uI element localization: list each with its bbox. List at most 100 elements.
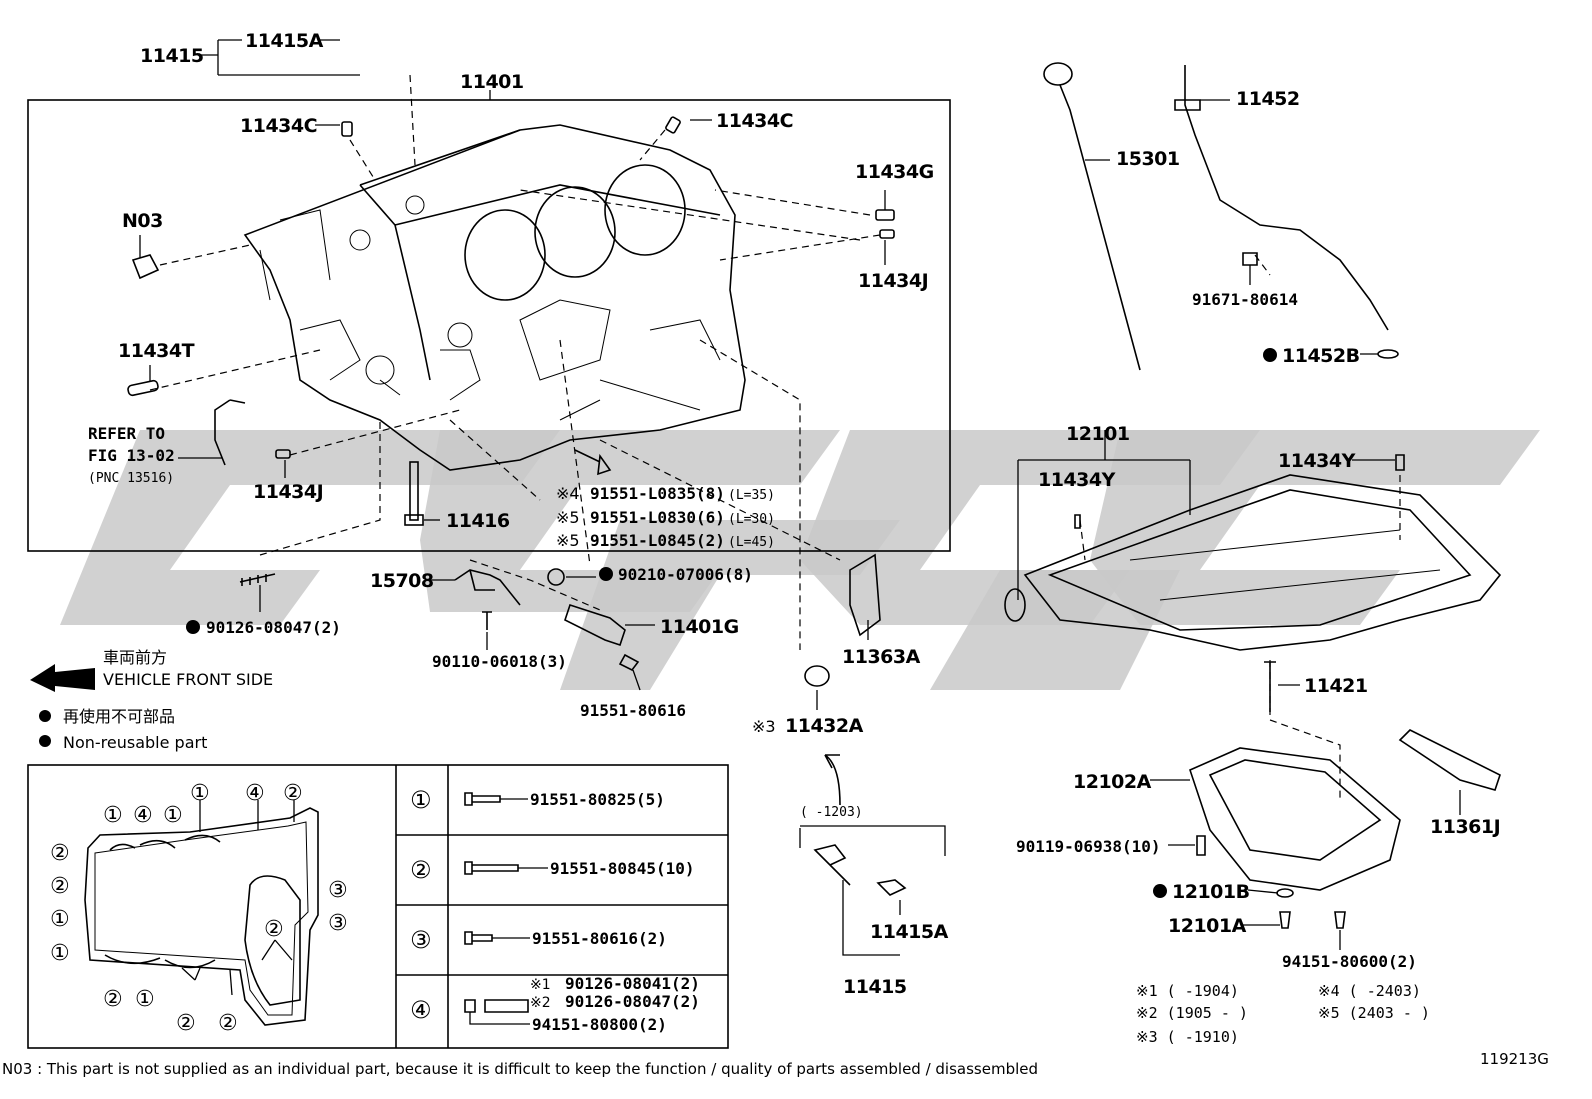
svg-text:※1 ( -1904): ※1 ( -1904) [1136,982,1239,1000]
assembly-lines [149,74,1401,800]
svg-text:②: ② [50,841,69,866]
svg-text:③: ③ [410,926,431,954]
svg-text:①: ① [410,786,431,814]
svg-text:①: ① [163,803,182,828]
svg-text:④: ④ [245,781,264,806]
bolt-notes: ※4 91551-L0835(8) (L=35) ※5 91551-L0830(… [556,484,775,550]
svg-text:91551-L0830(6)[interactable]: 91551-L0830(6) [590,508,725,527]
svg-text:91551-80845(10)[interactable]: 91551-80845(10) [550,859,695,878]
svg-text:(L=30): (L=30) [728,512,775,527]
label-12101[interactable]: 12101 [1066,423,1130,445]
mark-3: ※3 [752,717,776,736]
label-15301[interactable]: 15301 [1116,148,1180,170]
refer-to-note: REFER TO FIG 13-02 (PNC 13516) [88,424,222,486]
label-12101B[interactable]: 12101B [1172,881,1250,903]
svg-text:90126-08047(2)[interactable]: 90126-08047(2) [565,992,700,1011]
label-90126-08047-left[interactable]: 90126-08047(2) [206,618,341,637]
svg-text:②: ② [50,874,69,899]
label-11421[interactable]: 11421 [1304,675,1368,697]
label-11434J-right[interactable]: 11434J [858,270,929,292]
svg-text:91551-80825(5)[interactable]: 91551-80825(5) [530,790,665,809]
svg-text:④: ④ [410,996,431,1024]
bolt-table: ① ② ③ ④ 91551-80825(5) 91551-80845(10) 9… [27,764,729,1049]
cylinder-block-frame [27,99,951,552]
label-11415-low[interactable]: 11415 [843,976,907,998]
footnotes: ※1 ( -1904) ※2 (1905 - ) ※3 ( -1910) ※4 … [1136,982,1430,1046]
svg-text:②: ② [410,856,431,884]
label-11434J-left[interactable]: 11434J [253,481,324,503]
legend: 車両前方 VEHICLE FRONT SIDE 再使用不可部品 Non-reus… [63,648,273,752]
svg-text:①: ① [103,803,122,828]
svg-text:※2 (1905 - ): ※2 (1905 - ) [1136,1004,1248,1022]
svg-text:94151-80800(2)[interactable]: 94151-80800(2) [532,1015,667,1034]
label-11434C-right[interactable]: 11434C [716,110,794,132]
svg-text:※3 ( -1910): ※3 ( -1910) [1136,1028,1239,1046]
svg-text:90126-08041(2)[interactable]: 90126-08041(2) [565,974,700,993]
label-11452[interactable]: 11452 [1236,88,1300,110]
label-12101A[interactable]: 12101A [1168,915,1247,937]
label-90110-06018[interactable]: 90110-06018(3) [432,652,567,671]
label-11415[interactable]: 11415 [140,45,204,67]
svg-text:③: ③ [328,911,347,936]
svg-text:91551-L0835(8)[interactable]: 91551-L0835(8) [590,484,725,503]
svg-text:Non-reusable part: Non-reusable part [63,733,207,752]
svg-text:①: ① [50,907,69,932]
leader-lines [139,39,1461,956]
label-94151-80600[interactable]: 94151-80600(2) [1282,952,1417,971]
label-90210-07006[interactable]: 90210-07006(8) [618,565,753,584]
svg-text:②: ② [283,781,302,806]
svg-text:③: ③ [328,878,347,903]
svg-text:FIG 13-02[interactable]: FIG 13-02 [88,446,175,465]
label-15708[interactable]: 15708 [370,570,434,592]
svg-text:②: ② [218,1011,237,1036]
label-11415A-low[interactable]: 11415A [870,921,949,943]
label-11363A[interactable]: 11363A [842,646,921,668]
label-11434G[interactable]: 11434G [855,161,934,183]
label-11434T[interactable]: 11434T [118,340,195,362]
svg-text:※4 ( -2403): ※4 ( -2403) [1318,982,1421,1000]
cylinder-block-drawing [243,124,746,471]
bottom-note: N03 : This part is not supplied as an in… [2,1060,1038,1078]
label-91551-80616[interactable]: 91551-80616 [580,701,686,720]
label-91671-80614[interactable]: 91671-80614 [1192,290,1298,309]
svg-text:※2: ※2 [530,995,551,1011]
svg-text:④: ④ [133,803,152,828]
diagram-id: 119213G [1480,1050,1549,1068]
label-11361J[interactable]: 11361J [1430,816,1501,838]
svg-text:(L=35): (L=35) [728,488,775,503]
svg-text:REFER TO[interactable]: REFER TO [88,424,165,443]
label-11452B[interactable]: 11452B [1282,345,1360,367]
svg-text:再使用不可部品: 再使用不可部品 [63,707,175,726]
vehicle-front-arrow [30,664,95,692]
svg-text:VEHICLE FRONT SIDE: VEHICLE FRONT SIDE [103,670,273,689]
label-90119-06938[interactable]: 90119-06938(10) [1016,837,1161,856]
svg-text:②: ② [176,1011,195,1036]
label-11401G[interactable]: 11401G [660,616,739,638]
label-11434C-left[interactable]: 11434C [240,115,318,137]
svg-text:※5: ※5 [556,508,580,527]
label-11432A[interactable]: 11432A [785,715,864,737]
svg-text:②: ② [264,917,283,942]
svg-text:※4: ※4 [556,484,580,503]
svg-text:①: ① [135,987,154,1012]
svg-text:(PNC 13516): (PNC 13516) [88,471,174,486]
label-11415A[interactable]: 11415A [245,30,324,52]
label-11434Y-right[interactable]: 11434Y [1278,450,1356,472]
svg-text:①: ① [50,941,69,966]
svg-text:(L=45): (L=45) [728,535,775,550]
label-12102A[interactable]: 12102A [1073,771,1152,793]
label-11416[interactable]: 11416 [446,510,510,532]
svg-text:91551-L0845(2)[interactable]: 91551-L0845(2) [590,531,725,550]
svg-text:※1: ※1 [530,977,551,993]
svg-text:※5: ※5 [556,531,580,550]
svg-text:※5 (2403 - ): ※5 (2403 - ) [1318,1004,1430,1022]
range-1203: ( -1203) [800,805,863,820]
label-11434Y-left[interactable]: 11434Y [1038,469,1116,491]
dipstick-drawing [1043,62,1399,371]
svg-text:①: ① [190,781,209,806]
label-N03[interactable]: N03 [122,210,163,232]
svg-text:91551-80616(2)[interactable]: 91551-80616(2) [532,929,667,948]
watermark-logo [60,430,1540,690]
label-11401[interactable]: 11401 [460,71,524,93]
